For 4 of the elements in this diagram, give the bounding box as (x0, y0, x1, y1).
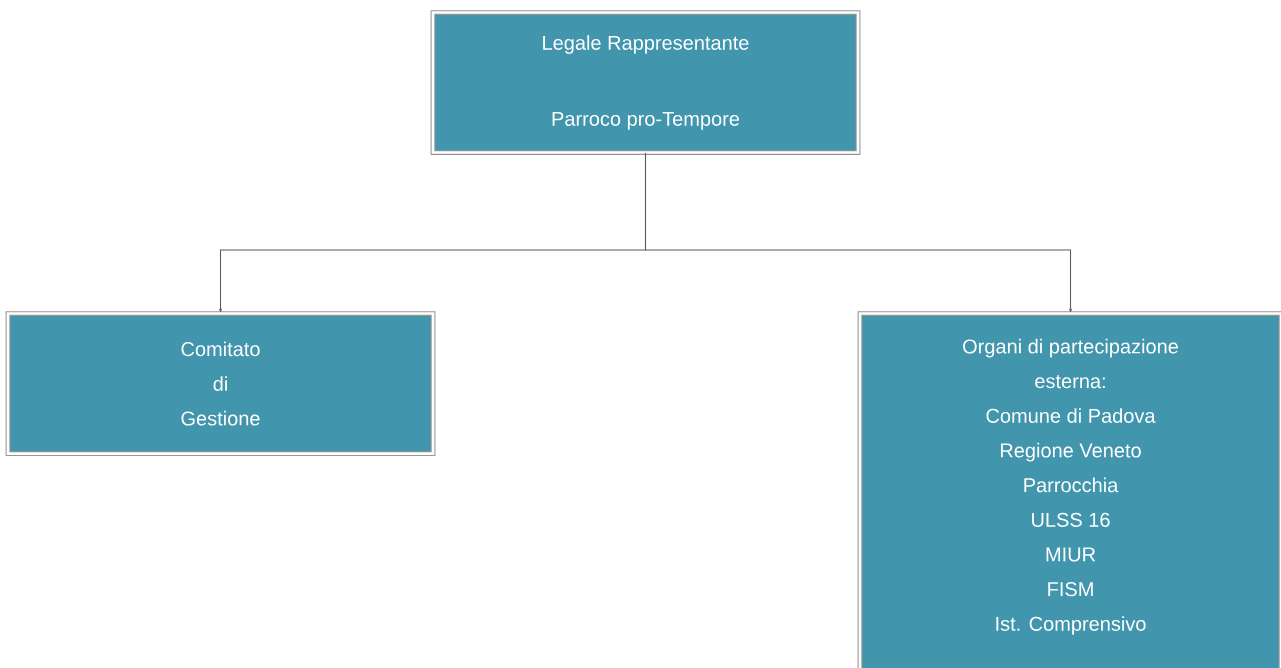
org-box: Organi di partecipazione esterna: Comune di Padova Regione Veneto Parrocchia ULSS 16 MIUR FISM Ist. Comprensivo (857, 311, 1281, 668)
connector (644, 152, 1072, 313)
org-box: Comitato di Gestione (5, 311, 436, 456)
org-box: Legale Rappresentante Parroco pro-Tempore (430, 10, 861, 155)
